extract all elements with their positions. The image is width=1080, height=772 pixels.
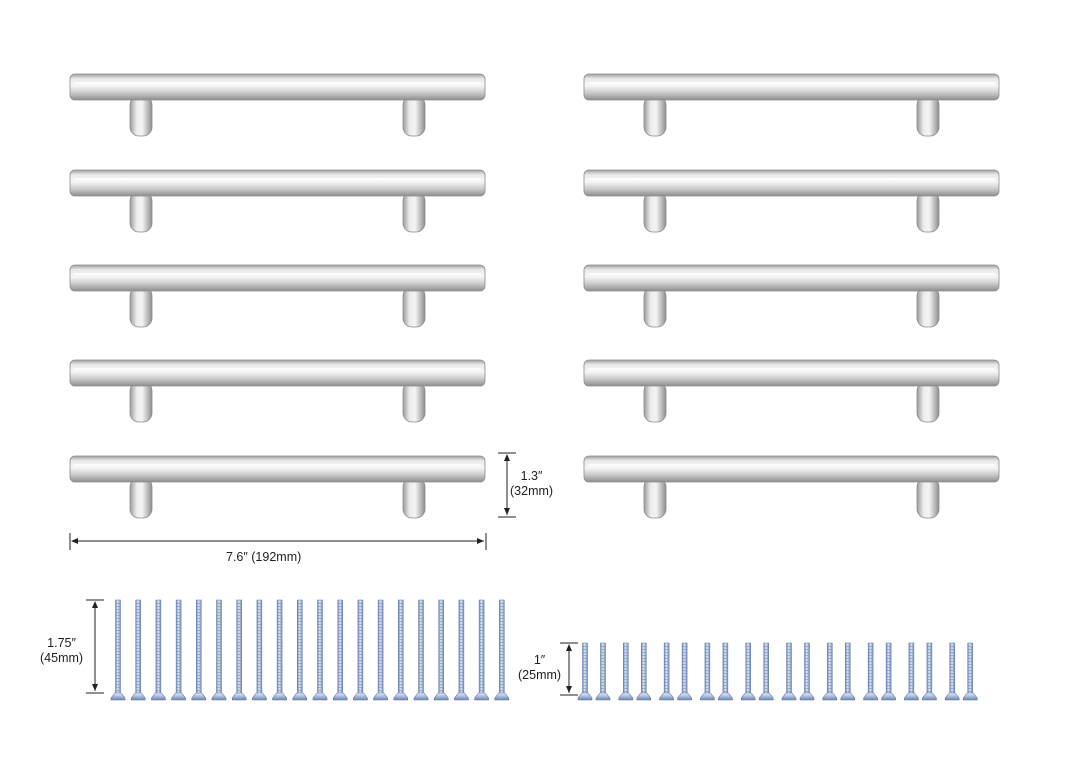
long-screw-inches: 1.75″ [47,636,76,650]
short-screw [595,642,611,701]
long-screw [191,599,207,701]
long-screw [292,599,308,701]
cabinet-handle [583,455,1000,519]
long-screw [312,599,328,701]
handle-height-inches: 1.3″ [520,469,543,483]
short-screw [863,642,878,701]
handle-leg [129,381,153,423]
short-screw [740,642,756,701]
long-screw [474,599,489,701]
handle-leg [402,95,426,137]
handle-leg [916,477,940,519]
handle-bar [69,455,486,483]
handle-height-mm: (32mm) [510,484,554,498]
handle-leg [129,95,153,137]
handle-leg [402,191,426,233]
handle-bar [583,73,1000,101]
handle-leg [402,381,426,423]
handle-leg [643,477,667,519]
handle-bar [69,264,486,292]
handle-leg [129,286,153,328]
cabinet-handle [583,73,1000,137]
handle-leg [643,95,667,137]
short-screw [577,642,593,701]
long-screw [454,599,469,701]
cabinet-handle [69,359,486,423]
cabinet-handle [583,264,1000,328]
handle-leg [129,191,153,233]
cabinet-handle [69,264,486,328]
handle-leg [643,286,667,328]
handle-leg [916,191,940,233]
handle-bar [69,169,486,197]
short-screw [781,642,797,701]
handle-length-text: 7.6″ (192mm) [226,550,302,564]
dimension-lines [69,452,578,696]
short-screw [799,642,815,701]
handle-bar [583,455,1000,483]
long-screw [413,599,429,701]
long-screw [151,599,166,701]
short-screw-inches: 1″ [533,653,546,667]
short-screw [840,642,856,701]
long-screw [211,599,227,701]
handle-leg [129,477,153,519]
cabinet-handle [69,455,486,519]
handle-bar [69,73,486,101]
short-screw [659,642,674,701]
handle-leg [402,286,426,328]
short-screw [700,642,715,701]
handle-height-label: 1.3″ (32mm) [510,469,553,499]
short-screw [944,642,960,701]
screws-group [110,599,978,701]
long-screw [373,599,388,701]
long-screw-mm: (45mm) [40,651,84,665]
long-screw [130,599,146,701]
handles-group [69,73,1000,519]
short-screw [922,642,937,701]
short-screw [881,642,896,701]
short-screw [962,642,978,701]
handle-leg [916,286,940,328]
long-screw [494,599,510,701]
long-screw [110,599,126,701]
short-screw [758,642,774,701]
short-screw [636,642,652,701]
long-screw [171,599,186,701]
long-screw-label: 1.75″ (45mm) [40,636,83,666]
handle-bar [583,169,1000,197]
handle-bar [69,359,486,387]
short-screw [677,642,692,701]
long-screw [272,599,287,701]
handle-length-label: 7.6″ (192mm) [226,550,301,565]
long-screw [393,599,409,701]
handle-bar [583,359,1000,387]
short-screw [618,642,634,701]
short-screw [718,642,733,701]
short-screw-label: 1″ (25mm) [518,653,561,683]
long-screw [252,599,267,701]
handle-leg [643,381,667,423]
cabinet-handle [583,359,1000,423]
handle-leg [402,477,426,519]
handle-leg [916,381,940,423]
long-screw [332,599,348,701]
long-screw [231,599,247,701]
short-screw [904,642,919,701]
cabinet-handle [69,73,486,137]
short-screw [822,642,838,701]
handle-bar [583,264,1000,292]
long-screw [433,599,449,701]
long-screw [353,599,368,701]
cabinet-handle [69,169,486,233]
cabinet-handle [583,169,1000,233]
handle-leg [643,191,667,233]
short-screw-mm: (25mm) [518,668,562,682]
handle-leg [916,95,940,137]
